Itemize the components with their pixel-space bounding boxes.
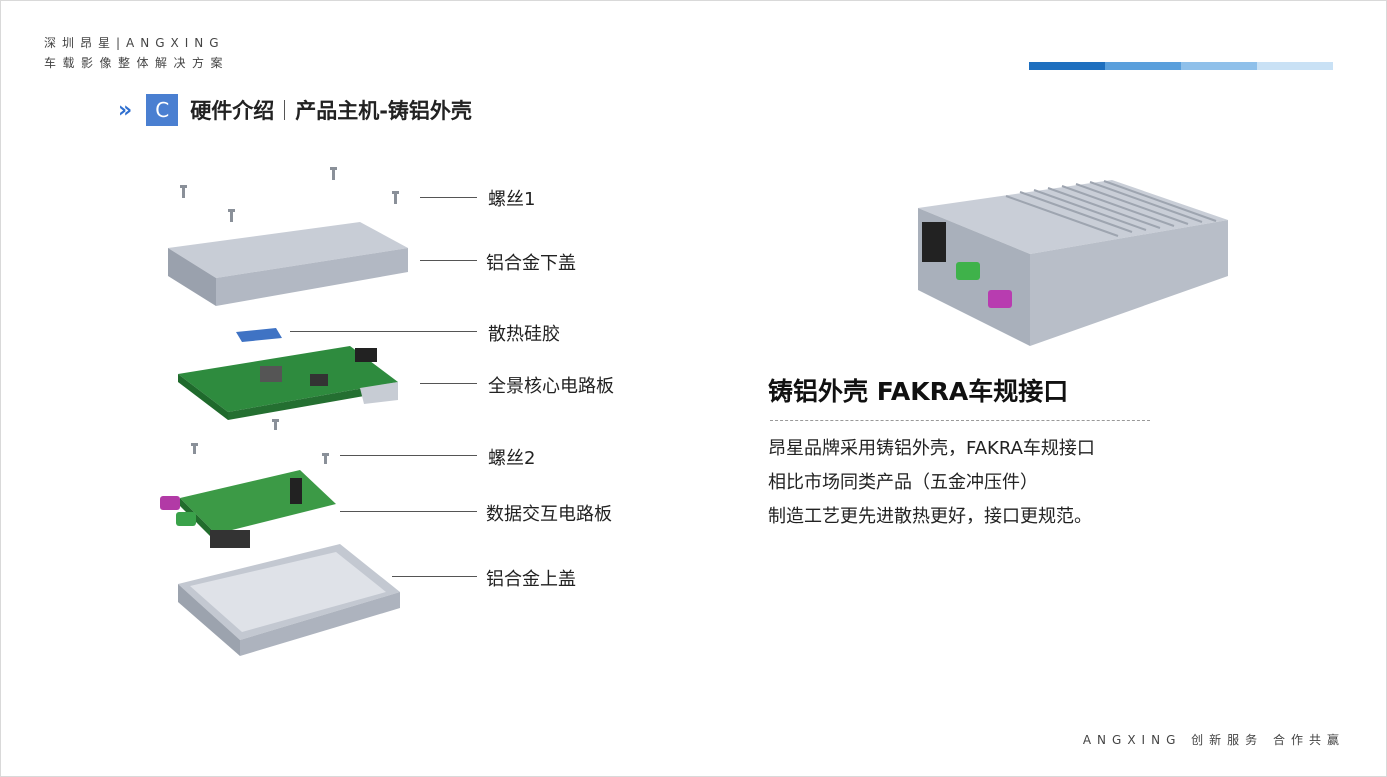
leader-line — [420, 383, 477, 384]
leader-line — [340, 511, 477, 512]
product-title: 铸铝外壳 FAKRA车规接口 — [768, 377, 1069, 406]
label-lower-cover: 铝合金下盖 — [486, 253, 576, 274]
exploded-view-illustration — [160, 167, 408, 656]
section-heading: » C 硬件介绍 产品主机-铸铝外壳 — [118, 93, 472, 127]
brand-block: 深圳昂星|ANGXING 车载影像整体解决方案 — [44, 33, 229, 73]
label-upper-cover: 铝合金上盖 — [486, 569, 576, 590]
core-board-shape — [178, 346, 398, 420]
lower-cover-shape — [168, 222, 408, 306]
description-line-2: 相比市场同类产品（五金冲压件） — [768, 472, 1038, 493]
label-screw-2: 螺丝2 — [488, 448, 536, 469]
label-core-board: 全景核心电路板 — [488, 376, 614, 397]
accent-bar-4 — [1257, 62, 1333, 70]
label-data-board: 数据交互电路板 — [486, 504, 612, 525]
heatsink-fins — [1005, 180, 1217, 237]
violet-fakra-connector — [988, 290, 1012, 308]
section-subtitle: 产品主机-铸铝外壳 — [295, 99, 472, 123]
footer-slogan: ANGXING 创新服务 合作共赢 — [1082, 733, 1345, 747]
leader-line — [420, 197, 477, 198]
product-box-illustration — [918, 180, 1228, 346]
accent-bar-2 — [1105, 62, 1181, 70]
green-fakra-connector — [956, 262, 980, 280]
connector-block — [922, 222, 946, 262]
upper-cover-shape — [178, 544, 400, 656]
brand-line-1: 深圳昂星|ANGXING — [44, 36, 225, 50]
chevron-right-icon: » — [118, 97, 132, 123]
thermal-pad-shape — [236, 328, 282, 342]
leader-line — [392, 576, 477, 577]
label-thermal-silicone: 散热硅胶 — [488, 324, 560, 345]
section-badge: C — [146, 94, 179, 126]
brand-line-2: 车载影像整体解决方案 — [44, 56, 230, 70]
description-line-1: 昂星品牌采用铸铝外壳，FAKRA车规接口 — [768, 438, 1095, 459]
description-line-3: 制造工艺更先进散热更好，接口更规范。 — [768, 506, 1092, 527]
product-description: 昂星品牌采用铸铝外壳，FAKRA车规接口 相比市场同类产品（五金冲压件） 制造工… — [768, 432, 1095, 534]
accent-bars — [1029, 62, 1334, 70]
screw-icon — [180, 167, 399, 222]
data-board-shape — [160, 470, 336, 548]
leader-line — [340, 455, 477, 456]
heading-divider — [284, 100, 286, 120]
label-screw-1: 螺丝1 — [488, 189, 536, 210]
leader-line — [420, 260, 477, 261]
accent-bar-1 — [1029, 62, 1105, 70]
accent-bar-3 — [1181, 62, 1257, 70]
leader-line — [290, 331, 477, 332]
section-title: 硬件介绍 — [190, 99, 275, 123]
dashed-divider — [770, 420, 1150, 421]
